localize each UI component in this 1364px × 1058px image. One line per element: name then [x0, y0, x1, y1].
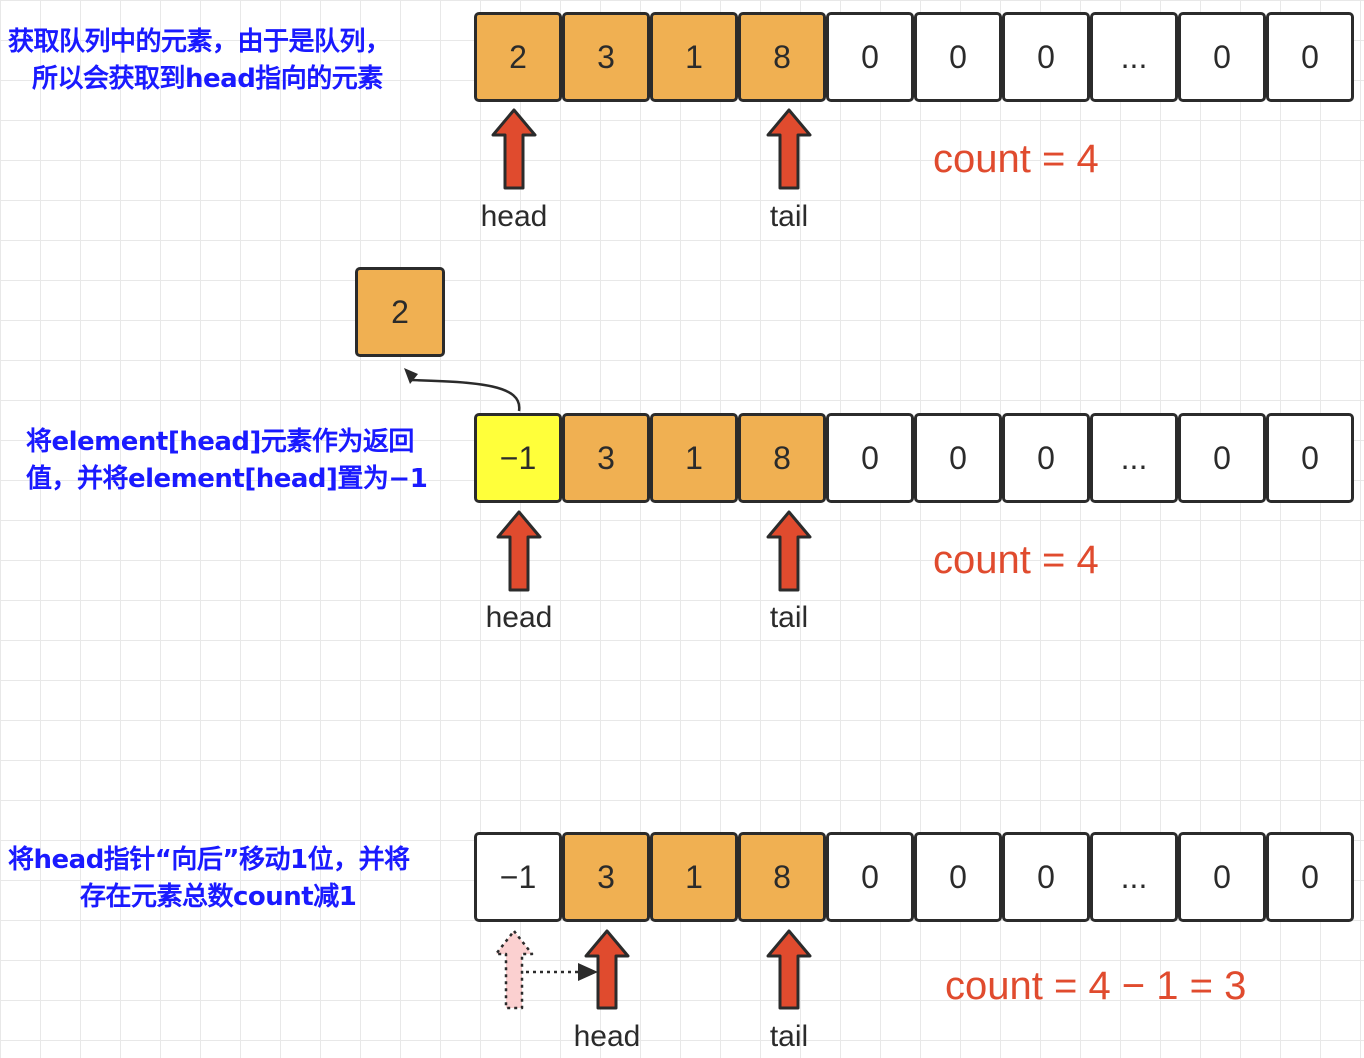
queue-array-step2: −1 3 1 8 0 0 0 ... 0 0 — [474, 413, 1354, 503]
array-cell: 2 — [474, 12, 562, 102]
head-arrow-icon — [496, 510, 542, 592]
array-cell: 1 — [650, 12, 738, 102]
array-cell: 0 — [1002, 832, 1090, 922]
tail-label: tail — [769, 200, 809, 233]
tail-label: tail — [769, 601, 809, 634]
array-cell: 0 — [826, 413, 914, 503]
step2-note-line2: 值，并将element[head]置为−1 — [26, 464, 428, 494]
step3-note-line2: 存在元素总数count减1 — [80, 882, 357, 912]
array-cell: 0 — [1178, 413, 1266, 503]
array-cell: 0 — [914, 12, 1002, 102]
count-label: count = 4 — [933, 137, 1099, 181]
queue-array-step1: 2 3 1 8 0 0 0 ... 0 0 — [474, 12, 1354, 102]
step3-note-line1: 将head指针“向后”移动1位，并将 — [8, 845, 410, 875]
count-label: count = 4 − 1 = 3 — [945, 964, 1247, 1008]
old-head-arrow-icon — [494, 929, 534, 1010]
count-label: count = 4 — [933, 538, 1099, 582]
array-cell: ... — [1090, 12, 1178, 102]
returned-value-box: 2 — [355, 267, 445, 357]
step1-note: 获取队列中的元素，由于是队列， 所以会获取到head指向的元素 — [8, 24, 391, 98]
array-cell: ... — [1090, 413, 1178, 503]
array-cell: 0 — [1266, 832, 1354, 922]
array-cell: ... — [1090, 832, 1178, 922]
array-cell: 8 — [738, 12, 826, 102]
array-cell: 0 — [1266, 413, 1354, 503]
array-cell: 1 — [650, 832, 738, 922]
array-cell: 0 — [914, 413, 1002, 503]
array-cell: 8 — [738, 413, 826, 503]
array-cell: 0 — [1178, 832, 1266, 922]
queue-array-step3: −1 3 1 8 0 0 0 ... 0 0 — [474, 832, 1354, 922]
tail-arrow-icon — [766, 108, 812, 190]
return-arrow-icon — [409, 378, 521, 412]
step3-note: 将head指针“向后”移动1位，并将 存在元素总数count减1 — [8, 842, 410, 916]
head-arrow-icon — [584, 929, 630, 1010]
array-cell: 0 — [1266, 12, 1354, 102]
array-cell: 0 — [1002, 413, 1090, 503]
array-cell: 3 — [562, 413, 650, 503]
head-label: head — [480, 200, 548, 233]
array-cell: 0 — [1002, 12, 1090, 102]
array-cell: 1 — [650, 413, 738, 503]
array-cell: 8 — [738, 832, 826, 922]
tail-label: tail — [769, 1020, 809, 1053]
step1-note-line2: 所以会获取到head指向的元素 — [32, 64, 383, 94]
step2-note-line1: 将element[head]元素作为返回 — [26, 427, 414, 457]
array-cell: 0 — [1178, 12, 1266, 102]
head-label: head — [573, 1020, 641, 1053]
step2-note: 将element[head]元素作为返回 值，并将element[head]置为… — [26, 424, 428, 498]
tail-arrow-icon — [766, 510, 812, 592]
array-cell: 0 — [826, 12, 914, 102]
array-cell: 0 — [914, 832, 1002, 922]
tail-arrow-icon — [766, 929, 812, 1010]
array-cell: 0 — [826, 832, 914, 922]
array-cell: 3 — [562, 832, 650, 922]
array-cell: −1 — [474, 413, 562, 503]
head-label: head — [485, 601, 553, 634]
head-arrow-icon — [491, 108, 537, 190]
array-cell: 3 — [562, 12, 650, 102]
array-cell: −1 — [474, 832, 562, 922]
step1-note-line1: 获取队列中的元素，由于是队列， — [8, 27, 391, 57]
